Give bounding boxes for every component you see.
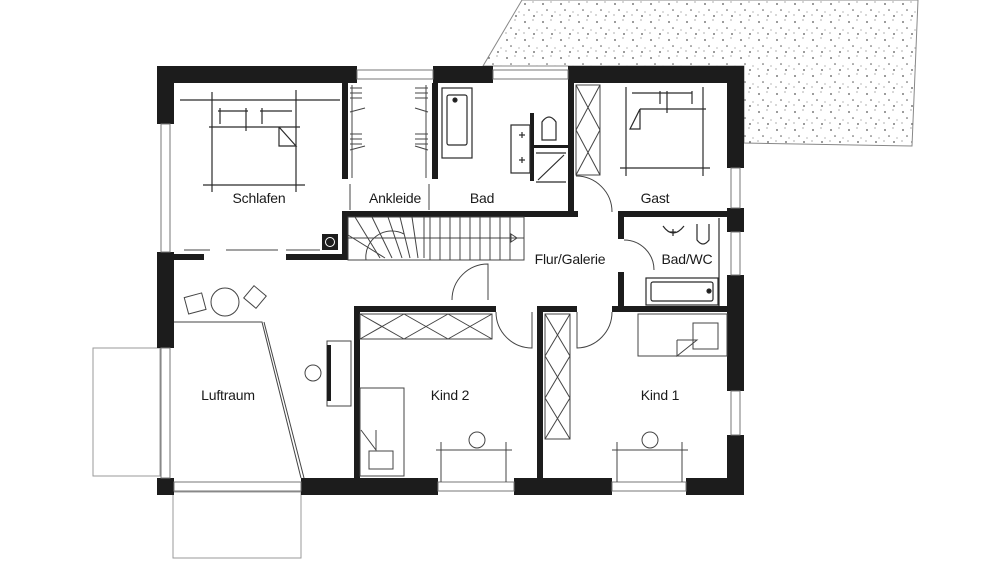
bed-gast: [620, 87, 710, 176]
room-label-luftraum: Luftraum: [201, 387, 255, 403]
closet-gast: [575, 84, 601, 176]
room-label-bad-wc: Bad/WC: [662, 251, 713, 267]
room-label-schlafen: Schlafen: [233, 190, 286, 206]
room-labels: Schlafen Ankleide Bad Gast Flur/Galerie …: [201, 190, 713, 403]
room-label-ankleide: Ankleide: [369, 190, 422, 206]
kind1-furniture: [544, 313, 728, 482]
room-label-flur: Flur/Galerie: [535, 251, 606, 267]
room-label-gast: Gast: [641, 190, 670, 206]
staircase: [347, 216, 525, 261]
room-label-kind1: Kind 1: [641, 387, 680, 403]
wardrobe-ankleide: [349, 85, 430, 210]
kind2-furniture: [359, 313, 512, 482]
balcony: [92, 347, 302, 559]
bathroom-fixtures: [441, 87, 566, 183]
duct: [322, 234, 338, 250]
bed-schlafen: [180, 90, 340, 192]
luftraum-void: [174, 285, 352, 479]
bad-wc-fixtures: [645, 218, 720, 306]
windows: [160, 69, 741, 492]
room-label-bad: Bad: [470, 190, 494, 206]
doors: [451, 175, 655, 349]
outer-walls: [157, 66, 744, 495]
interior-walls: [174, 83, 727, 478]
room-label-kind2: Kind 2: [431, 387, 470, 403]
